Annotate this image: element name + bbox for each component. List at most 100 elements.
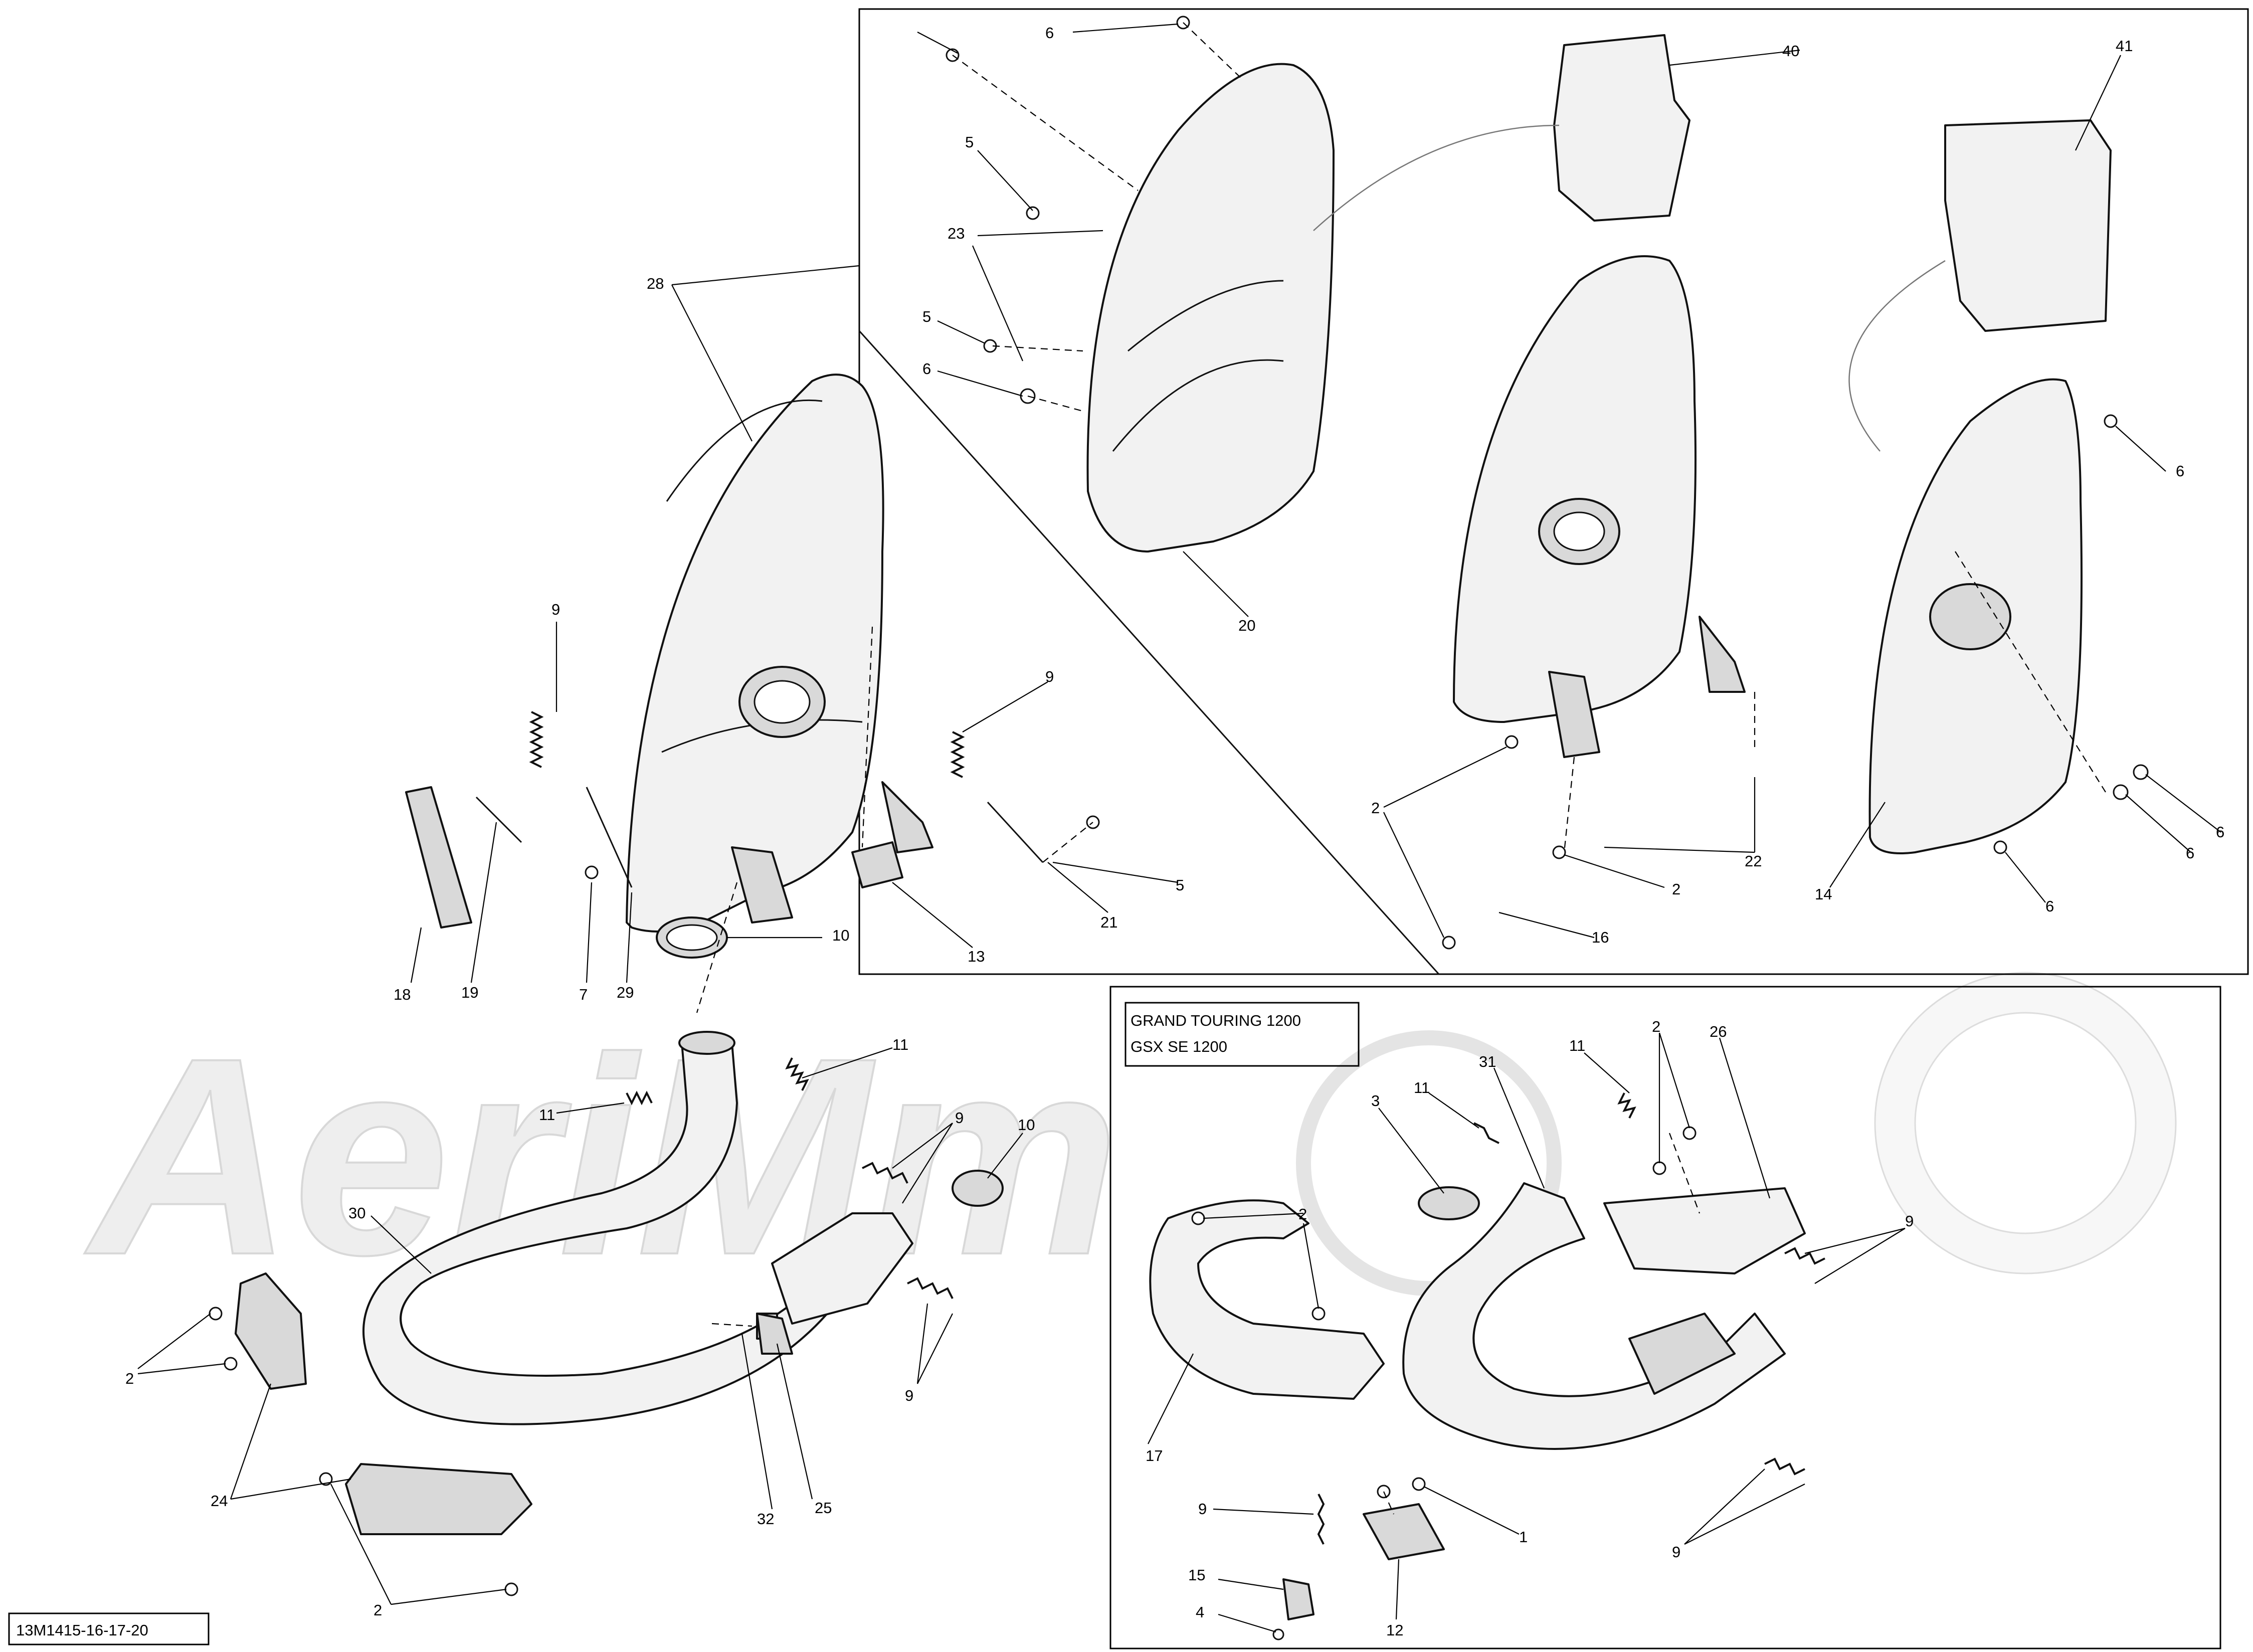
callout-2f: 2 [373, 1601, 382, 1619]
leader-23a [977, 230, 1103, 237]
leader-5b [937, 320, 986, 344]
nut-2e [224, 1357, 238, 1371]
nut-2j [1682, 1126, 1697, 1140]
callout-6c: 6 [922, 360, 931, 378]
leader-2i [1302, 1223, 1320, 1309]
gasket-40 [1553, 34, 1691, 222]
clamp-3 [1418, 1186, 1480, 1220]
callout-30: 30 [348, 1204, 365, 1222]
muffler-edge [666, 399, 823, 502]
leader-9d1 [916, 1303, 928, 1384]
callout-5a: 5 [965, 133, 974, 151]
callout-17: 17 [1146, 1447, 1163, 1464]
leader-9d2 [917, 1313, 953, 1384]
leader-19 [470, 822, 497, 983]
exhaust-pipe-31 [1402, 1182, 1786, 1450]
gasket-41 [1944, 119, 2112, 332]
leader-6-top [917, 32, 958, 54]
nut-2g [504, 1582, 518, 1596]
callout-14: 14 [1815, 885, 1832, 903]
leader-lines [137, 23, 2221, 1633]
callout-4: 4 [1196, 1603, 1204, 1621]
assembly-lines [696, 22, 2106, 1515]
leader-11a [802, 1047, 893, 1079]
frame-diagonal [858, 330, 1440, 975]
drawing-id: 13M1415-16-17-20 [16, 1621, 148, 1639]
callout-22: 22 [1745, 852, 1762, 870]
leader-3 [1378, 1108, 1444, 1194]
leader-28-frame [671, 265, 860, 286]
catalytic-converter-variant [1628, 1313, 1736, 1395]
leader-6g [2005, 852, 2046, 903]
callout-16: 16 [1592, 929, 1609, 946]
callout-6g: 6 [2045, 897, 2054, 915]
fasteners [209, 16, 2149, 1640]
leader-23b [972, 245, 1024, 361]
callout-11c: 11 [1414, 1079, 1430, 1096]
nut-2b [1552, 845, 1566, 859]
muffler-assembly-right [1868, 378, 2083, 854]
muffler-middle-outlet-hole [1553, 511, 1605, 552]
leader-12 [1395, 1559, 1400, 1620]
leader-29 [626, 892, 633, 983]
leader-17 [1148, 1353, 1194, 1444]
spring-9c [862, 1162, 908, 1184]
callout-6-top: 6 [1045, 24, 1054, 42]
heat-shield-17 [1149, 1199, 1385, 1400]
leader-14 [1829, 802, 1886, 888]
callout-19: 19 [461, 984, 478, 1001]
dash-g [1042, 822, 1093, 863]
leader-9g1 [1684, 1469, 1765, 1545]
gasket-40-arrow [1313, 124, 1560, 231]
leader-9e [1213, 1508, 1314, 1515]
bracket-21 [987, 801, 1044, 863]
leader-22a [1604, 846, 1755, 853]
seal-ring-10-hole [666, 924, 718, 951]
leader-2g [391, 1588, 507, 1605]
plate-25 [756, 1313, 793, 1355]
nut-2k [1652, 1161, 1666, 1175]
spring-9g [1764, 1457, 1805, 1476]
callout-26: 26 [1710, 1023, 1727, 1040]
callout-11b: 11 [539, 1106, 555, 1124]
dash-j [1563, 757, 1575, 853]
callout-10a: 10 [832, 927, 849, 944]
callout-10b: 10 [1018, 1116, 1035, 1134]
callout-24: 24 [211, 1492, 228, 1510]
screw-6d [2104, 414, 2118, 428]
screw-6g [1993, 840, 2007, 854]
dash-a [952, 55, 1139, 191]
nut-2c [1442, 936, 1456, 950]
callout-9e: 9 [1198, 1500, 1207, 1518]
dash-h [711, 1323, 753, 1327]
leader-6c [937, 370, 1023, 397]
leader-9b [962, 681, 1048, 732]
spring-9d [907, 1277, 954, 1299]
leader-2h [1203, 1212, 1304, 1219]
spring-11a [785, 1057, 809, 1091]
callout-20: 20 [1238, 617, 1255, 634]
callout-32: 32 [757, 1510, 774, 1528]
heat-shield-rib [1112, 359, 1284, 452]
callout-9b: 9 [1045, 668, 1054, 685]
leader-40 [1669, 49, 1800, 66]
leader-6d [2115, 426, 2166, 472]
leader-9c2 [902, 1123, 953, 1204]
screw-4 [1272, 1628, 1284, 1640]
leader-11c [1428, 1092, 1479, 1129]
screw-6e [2133, 764, 2149, 780]
callout-labels: 6 40 41 5 23 28 5 6 20 6 6 6 6 14 2 2 22… [125, 24, 2224, 1639]
callout-6f: 6 [2186, 844, 2194, 862]
muffler-assembly-left [626, 374, 933, 933]
clip-19 [475, 796, 522, 843]
grommet-13 [851, 841, 903, 888]
nut-2f [319, 1472, 333, 1486]
variant-title-line2: GSX SE 1200 [1131, 1038, 1227, 1055]
callout-9g: 9 [1672, 1543, 1680, 1561]
leader-32 [741, 1333, 773, 1510]
spring-9e [1317, 1494, 1325, 1545]
leader-30 [370, 1215, 432, 1274]
variant-title-line1: GRAND TOURING 1200 [1131, 1012, 1301, 1029]
muffler-right-outlet [1929, 583, 2011, 650]
